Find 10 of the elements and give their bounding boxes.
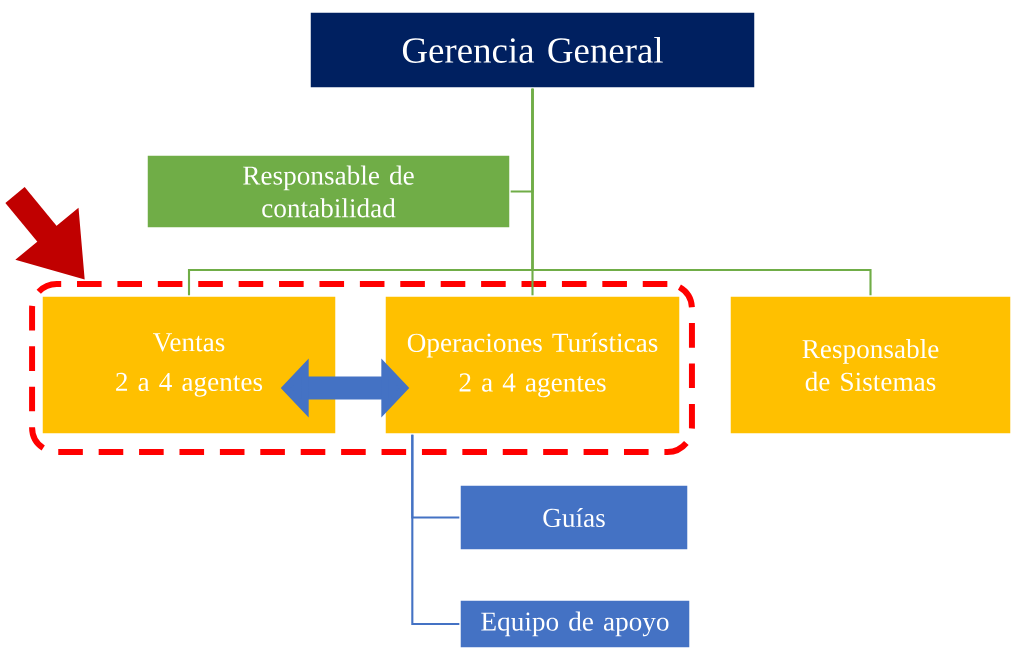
connector-line: [411, 434, 460, 626]
dashed-highlight-frame: [29, 281, 695, 455]
org-box: Gerencia General: [309, 11, 756, 89]
org-box: Ventas 2 a 4 agentes: [41, 295, 337, 435]
org-box: Responsable de contabilidad: [146, 154, 511, 229]
org-box: Equipo de apoyo: [459, 599, 691, 648]
connector-line: [531, 88, 872, 296]
org-box: Operaciones Turísticas 2 a 4 agentes: [384, 295, 681, 435]
org-box: Responsable de Sistemas: [729, 295, 1011, 435]
org-box: Guías: [459, 484, 689, 551]
